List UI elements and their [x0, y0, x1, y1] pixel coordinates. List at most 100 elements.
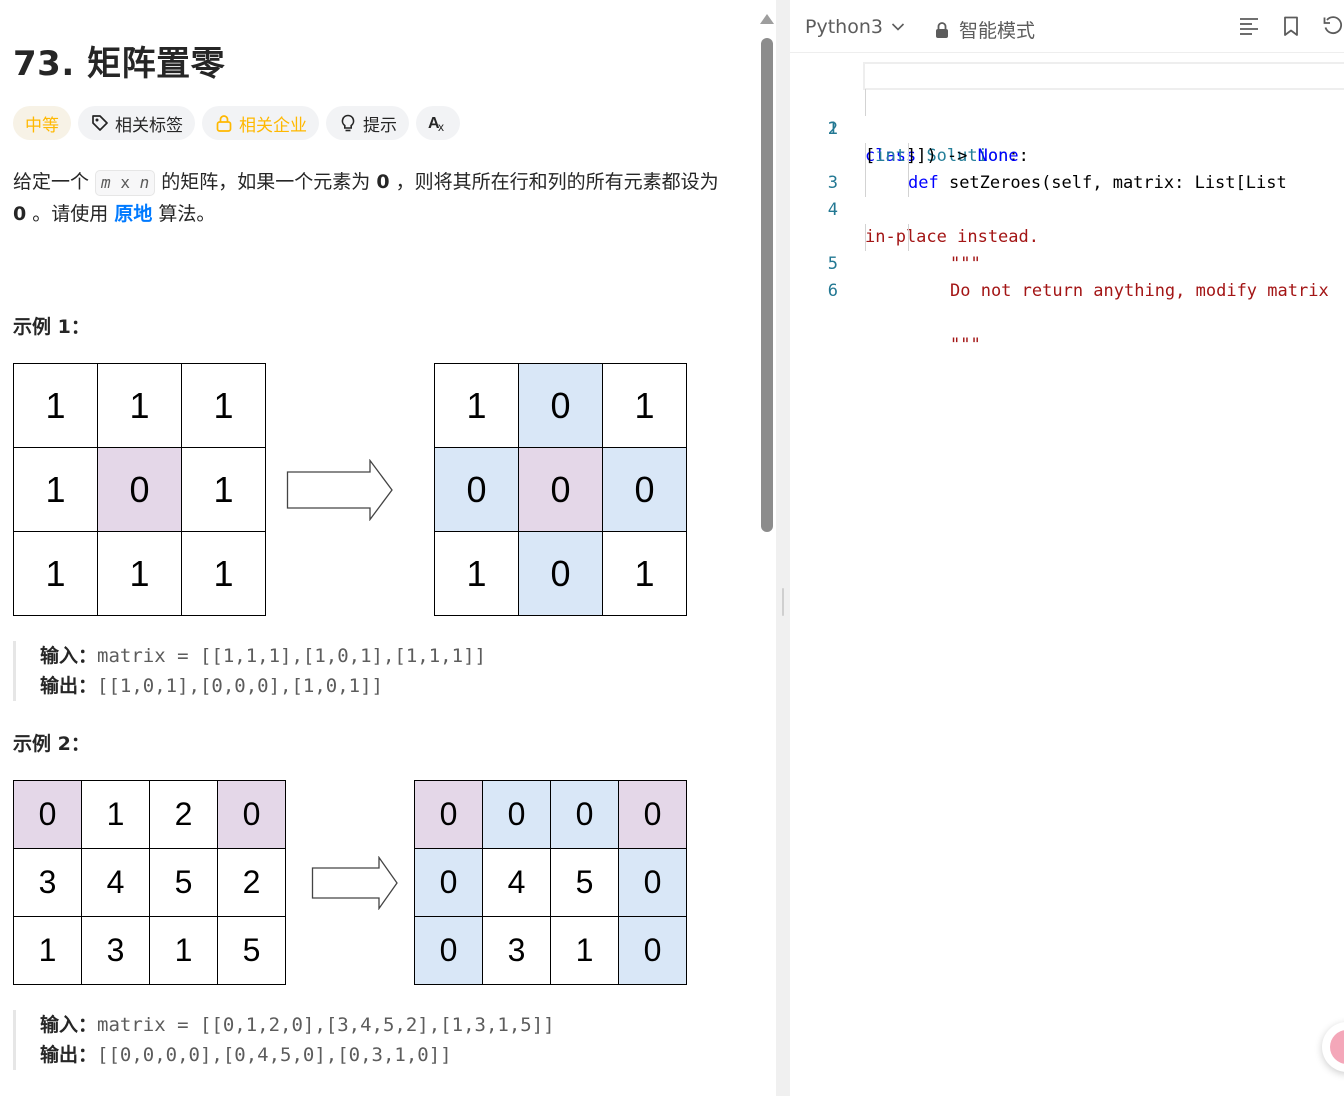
problem-title: 73. 矩阵置零	[13, 44, 226, 84]
indent-guide	[908, 170, 909, 197]
grid-cell: 1	[97, 363, 182, 448]
code-line[interactable]: 5 """	[790, 224, 1344, 355]
code-line[interactable]: 4 Do not return anything, modify matrix	[790, 170, 1344, 301]
mode-label: 智能模式	[959, 20, 1036, 42]
code-editor-panel: Python3 智能模式 1 class	[790, 0, 1344, 1096]
code-line[interactable]: 1 class Solution:	[790, 62, 1344, 166]
lock-icon	[216, 115, 232, 132]
reset-undo-icon[interactable]	[1322, 15, 1344, 37]
tag-icon	[92, 115, 108, 131]
code-line[interactable]: 6	[790, 251, 1344, 301]
grid-cell: 1	[181, 447, 266, 532]
grid-cell: 5	[217, 916, 286, 985]
grid-cell: 0	[217, 780, 286, 849]
related-tags-button[interactable]: 相关标签	[78, 106, 195, 140]
grid-cell: 1	[13, 531, 98, 616]
problem-description: 给定一个 m x n 的矩阵，如果一个元素为 0 ，则将其所在行和列的所有元素都…	[13, 166, 733, 230]
lock-icon	[936, 21, 948, 38]
grid-cell: 0	[97, 447, 182, 532]
smart-mode-toggle[interactable]: 智能模式	[934, 16, 1035, 43]
code-m: m	[101, 173, 111, 192]
string-token: Do not return anything, modify matrix	[950, 281, 1329, 301]
related-tags-label: 相关标签	[115, 115, 183, 136]
code-token: :	[1018, 146, 1029, 166]
language-selector[interactable]: Python3	[805, 16, 905, 38]
lightbulb-icon	[341, 114, 355, 132]
code-token: :	[1008, 146, 1019, 166]
line-number: 3	[827, 173, 838, 193]
format-align-icon[interactable]	[1238, 15, 1260, 37]
grid-cell: 2	[149, 780, 218, 849]
output-value: [[0,0,0,0],[0,4,5,0],[0,3,1,0]]	[97, 1044, 452, 1066]
current-line-highlight	[863, 62, 1344, 90]
desc-text: 给定一个	[13, 171, 96, 193]
drag-handle[interactable]	[782, 588, 784, 616]
language-label: Python3	[805, 16, 883, 38]
indent-guide	[865, 224, 866, 251]
grid-cell: 1	[550, 916, 619, 985]
grid-cell: 1	[602, 363, 687, 448]
grid-cell: 0	[618, 848, 687, 917]
difficulty-label: 中等	[25, 115, 59, 136]
keyword-token: None	[977, 146, 1019, 166]
svg-text:x: x	[438, 120, 444, 133]
assistant-icon	[1330, 1030, 1344, 1064]
input-value: matrix = [[1,1,1],[1,0,1],[1,1,1]]	[97, 645, 486, 667]
code-text: class Solution:	[865, 143, 1019, 170]
bookmark-icon[interactable]	[1280, 15, 1302, 37]
grid-cell: 1	[81, 780, 150, 849]
floating-assistant-button[interactable]	[1322, 1022, 1344, 1072]
problem-panel: 73. 矩阵置零 中等 相关标签 相关企业 提示	[13, 44, 733, 1070]
in-place-link[interactable]: 原地	[114, 203, 153, 225]
grid-cell: 0	[482, 780, 551, 849]
grid-cell: 0	[518, 363, 603, 448]
line-number: 2	[827, 119, 838, 139]
code-line[interactable]: 3 """	[790, 143, 1344, 274]
translate-button[interactable]: A x	[416, 106, 460, 140]
code-text: def setZeroes(self, matrix: List[List	[908, 170, 1287, 197]
grid-cell: 1	[13, 363, 98, 448]
example-2-title: 示例 2：	[13, 733, 90, 755]
grid-cell: 1	[434, 363, 519, 448]
example-1-title: 示例 1：	[13, 316, 90, 338]
example-2-io: 输入：matrix = [[0,1,2,0],[3,4,5,2],[1,3,1,…	[13, 1010, 555, 1070]
grid-cell: 1	[434, 531, 519, 616]
svg-text:A: A	[428, 115, 440, 132]
panel-resize-divider[interactable]	[776, 0, 790, 1096]
translate-icon: A x	[428, 115, 444, 133]
line-number: 4	[827, 200, 838, 220]
grid-cell: 5	[550, 848, 619, 917]
line-number: 6	[827, 281, 838, 301]
desc-zero: 0	[376, 171, 390, 193]
code-area[interactable]: 1 class Solution: 2 def setZeroes(self, …	[790, 62, 1344, 355]
hint-button[interactable]: 提示	[326, 106, 409, 140]
desc-text: 。请使用	[26, 203, 115, 225]
code-token: setZeroes(self, matrix: List[List	[938, 173, 1287, 193]
grid-cell: 1	[181, 531, 266, 616]
indent-guide	[865, 170, 866, 197]
input-label: 输入：	[40, 645, 98, 667]
code-x: x	[120, 173, 130, 192]
keyword-token: def	[908, 173, 939, 193]
code-token: [	[865, 146, 876, 166]
grid-cell: 0	[414, 916, 483, 985]
desc-zero: 0	[13, 203, 27, 225]
toolbar-actions	[1238, 15, 1344, 37]
code-line[interactable]: 2 def setZeroes(self, matrix: List[List	[790, 89, 1344, 193]
grid-cell: 0	[13, 780, 82, 849]
code-line-wrap[interactable]: [int]]) -> None:	[790, 116, 1344, 166]
output-label: 输出：	[40, 675, 98, 697]
problem-tags: 中等 相关标签 相关企业 提示 A x	[13, 106, 460, 140]
indent-guide	[908, 143, 909, 170]
grid-cell: 0	[618, 916, 687, 985]
related-companies-button[interactable]: 相关企业	[202, 106, 319, 140]
code-line-wrap[interactable]: in-place instead.	[790, 197, 1344, 247]
example-1-io: 输入：matrix = [[1,1,1],[1,0,1],[1,1,1]] 输出…	[13, 641, 486, 701]
grid-cell: 0	[414, 780, 483, 849]
code-text: [int]]) -> None:	[865, 143, 1029, 170]
scrollbar-thumb[interactable]	[761, 38, 773, 532]
scroll-up-arrow-icon[interactable]	[760, 14, 774, 24]
type-token: int	[875, 146, 906, 166]
